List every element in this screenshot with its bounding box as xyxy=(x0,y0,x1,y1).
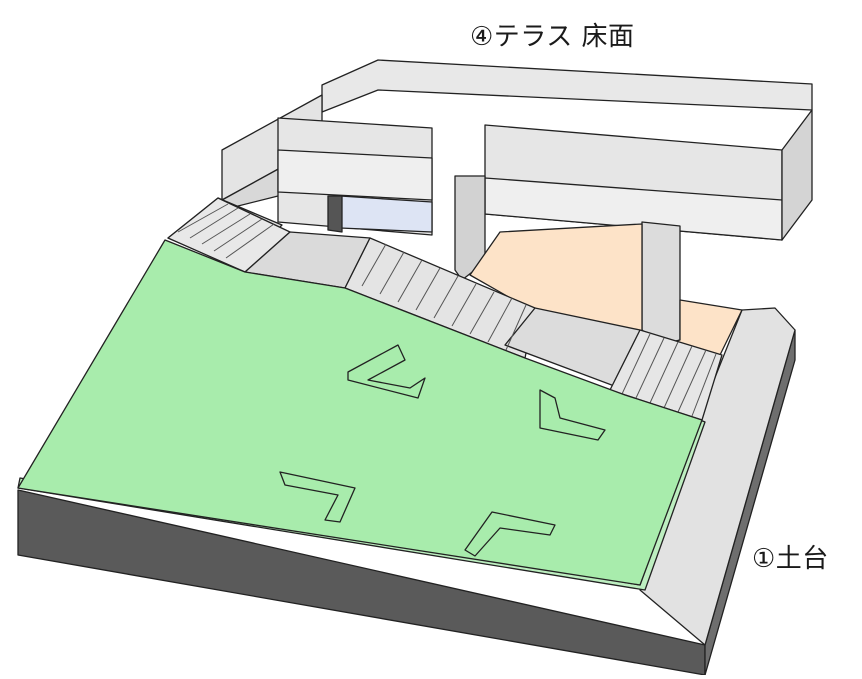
base-label: ①土台 xyxy=(752,544,829,574)
stair-system xyxy=(167,197,723,421)
terrace-right-end xyxy=(781,109,813,241)
terrace-structure xyxy=(221,59,813,346)
lawn-surface xyxy=(17,239,703,586)
window-frame-dark xyxy=(327,195,343,233)
lawn-mark-4 xyxy=(464,511,556,557)
lawn-mark-3 xyxy=(279,471,356,523)
terrace-back-railing xyxy=(321,59,813,113)
lawn xyxy=(17,239,706,591)
right-pillar xyxy=(641,221,681,346)
lawn-mark-2 xyxy=(539,389,606,441)
lawn-mark-1 xyxy=(347,344,426,399)
stair-treads xyxy=(177,203,717,417)
terrace-floor-label: ④テラス 床面 xyxy=(470,22,635,52)
terrace-front-box-left-band xyxy=(277,149,433,201)
window-glass xyxy=(339,195,433,233)
